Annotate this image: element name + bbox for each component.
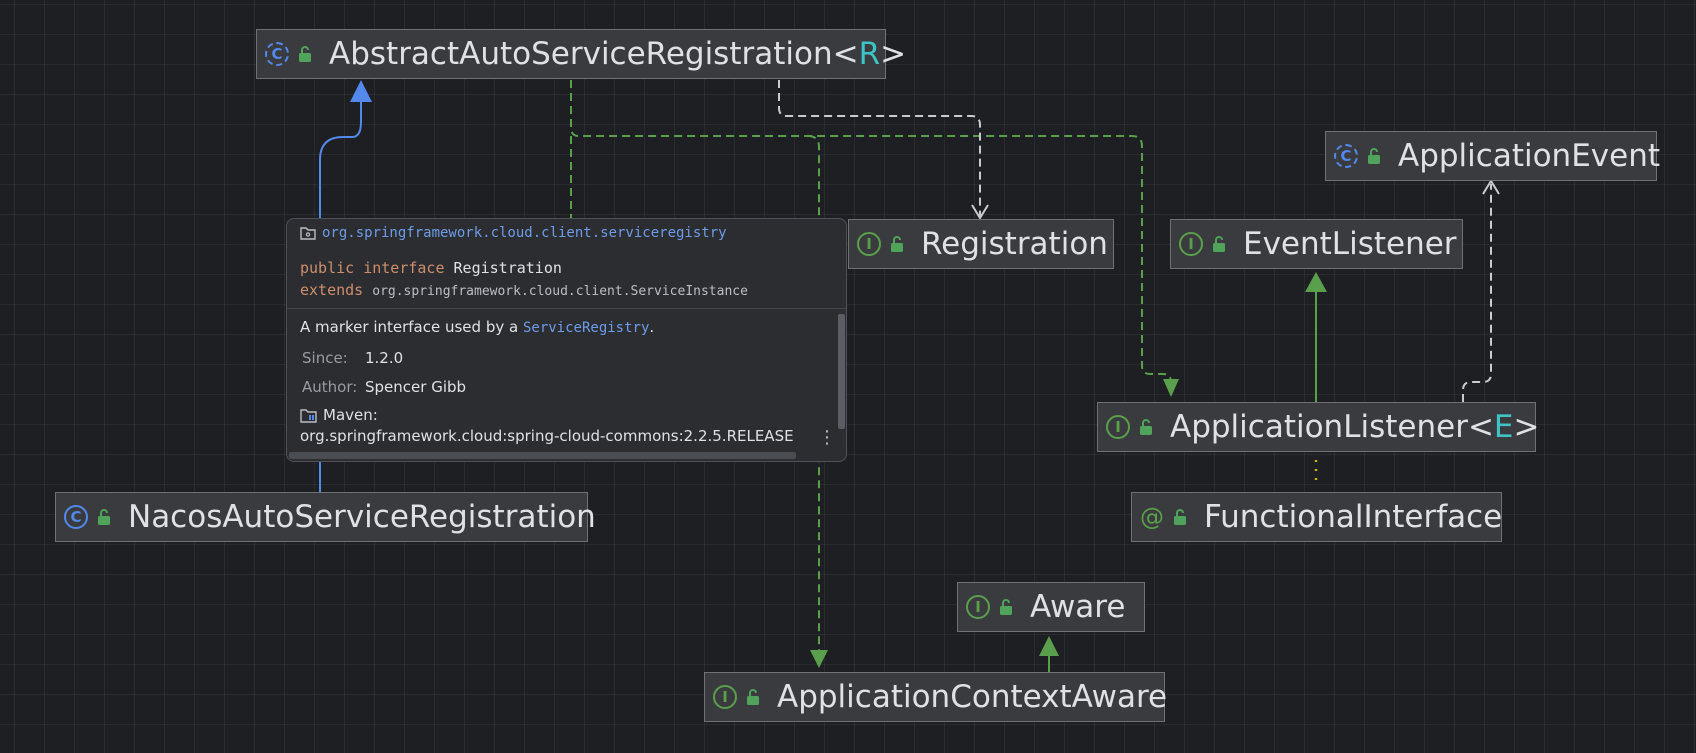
node-application-listener[interactable]: I ApplicationListener<E> [1097,402,1540,452]
node-application-event[interactable]: C ApplicationEvent [1325,131,1661,181]
lock-open-icon [1368,148,1380,164]
interface-icon: I [713,685,737,709]
node-label: NacosAutoServiceRegistration [128,499,596,535]
dependency-arrowhead [971,204,989,220]
implements-edge-abstract-listener [570,80,1172,383]
node-label: FunctionalInterface [1204,499,1503,535]
node-aware[interactable]: I Aware [957,582,1145,632]
since-row: Since:1.2.0 [302,349,404,367]
package-name[interactable]: org.springframework.cloud.client.service… [322,225,727,241]
declaration: public interface Registration extends or… [300,259,748,299]
package-row: org.springframework.cloud.client.service… [300,225,727,241]
maven-section: Maven: org.springframework.cloud:spring-… [300,406,794,445]
type-name: Registration [453,259,562,277]
node-label: Registration [921,226,1108,262]
lock-open-icon [1174,509,1186,525]
lock-open-icon [98,509,110,525]
author-row: Author:Spencer Gibb [302,378,467,396]
node-nacos-auto-service-registration[interactable]: C NacosAutoServiceRegistration [55,492,596,542]
node-label: ApplicationEvent [1398,138,1661,174]
lock-open-icon [1140,419,1152,435]
node-label: ApplicationContextAware [777,679,1168,715]
vertical-scrollbar[interactable] [838,314,845,429]
extends-edge-aware [1039,636,1059,672]
abstract-class-icon: C [265,42,289,66]
interface-icon: I [966,595,990,619]
implements-edge-abstract-registration [778,80,981,218]
lock-open-icon [747,689,759,705]
implements-edge-abstract-context-aware [807,135,820,650]
annotation-icon: @ [1140,503,1164,531]
node-functional-interface[interactable]: @ FunctionalInterface [1131,492,1502,542]
lock-open-icon [299,46,311,62]
node-registration[interactable]: I Registration [848,219,1114,269]
dependency-arrowhead [1482,179,1500,195]
description: A marker interface used by a ServiceRegi… [300,318,655,336]
interface-icon: I [857,232,881,256]
maven-coordinates: org.springframework.cloud:spring-cloud-c… [300,427,794,445]
extends-edge [319,80,372,495]
node-event-listener[interactable]: I EventListener [1170,219,1463,269]
implements-arrowhead [810,650,828,668]
interface-icon: I [1179,232,1203,256]
node-label: EventListener [1243,226,1457,262]
maven-library-icon [300,409,317,423]
lock-open-icon [1000,599,1012,615]
lock-open-icon [1213,236,1225,252]
class-icon: C [64,505,88,529]
popup-divider [287,308,846,309]
node-label: ApplicationListener<E> [1170,409,1540,445]
node-application-context-aware[interactable]: I ApplicationContextAware [704,672,1168,722]
documentation-popup[interactable]: org.springframework.cloud.client.service… [286,218,847,462]
horizontal-scrollbar[interactable] [289,452,796,459]
super-type-link[interactable]: org.springframework.cloud.client.Service… [372,284,748,299]
more-options-icon[interactable]: ⋮ [818,427,836,448]
node-label: AbstractAutoServiceRegistration<R> [329,36,907,72]
interface-icon: I [1106,415,1130,439]
service-registry-link[interactable]: ServiceRegistry [522,320,650,336]
package-icon [300,227,316,240]
implements-arrowhead [1163,379,1179,397]
node-label: Aware [1030,589,1126,625]
dependency-edge-listener-event [1462,184,1492,402]
abstract-class-icon: C [1334,144,1358,168]
extends-edge-listener [1305,272,1327,402]
node-abstract-auto-service-registration[interactable]: C AbstractAutoServiceRegistration<R> [256,29,906,79]
lock-open-icon [891,236,903,252]
